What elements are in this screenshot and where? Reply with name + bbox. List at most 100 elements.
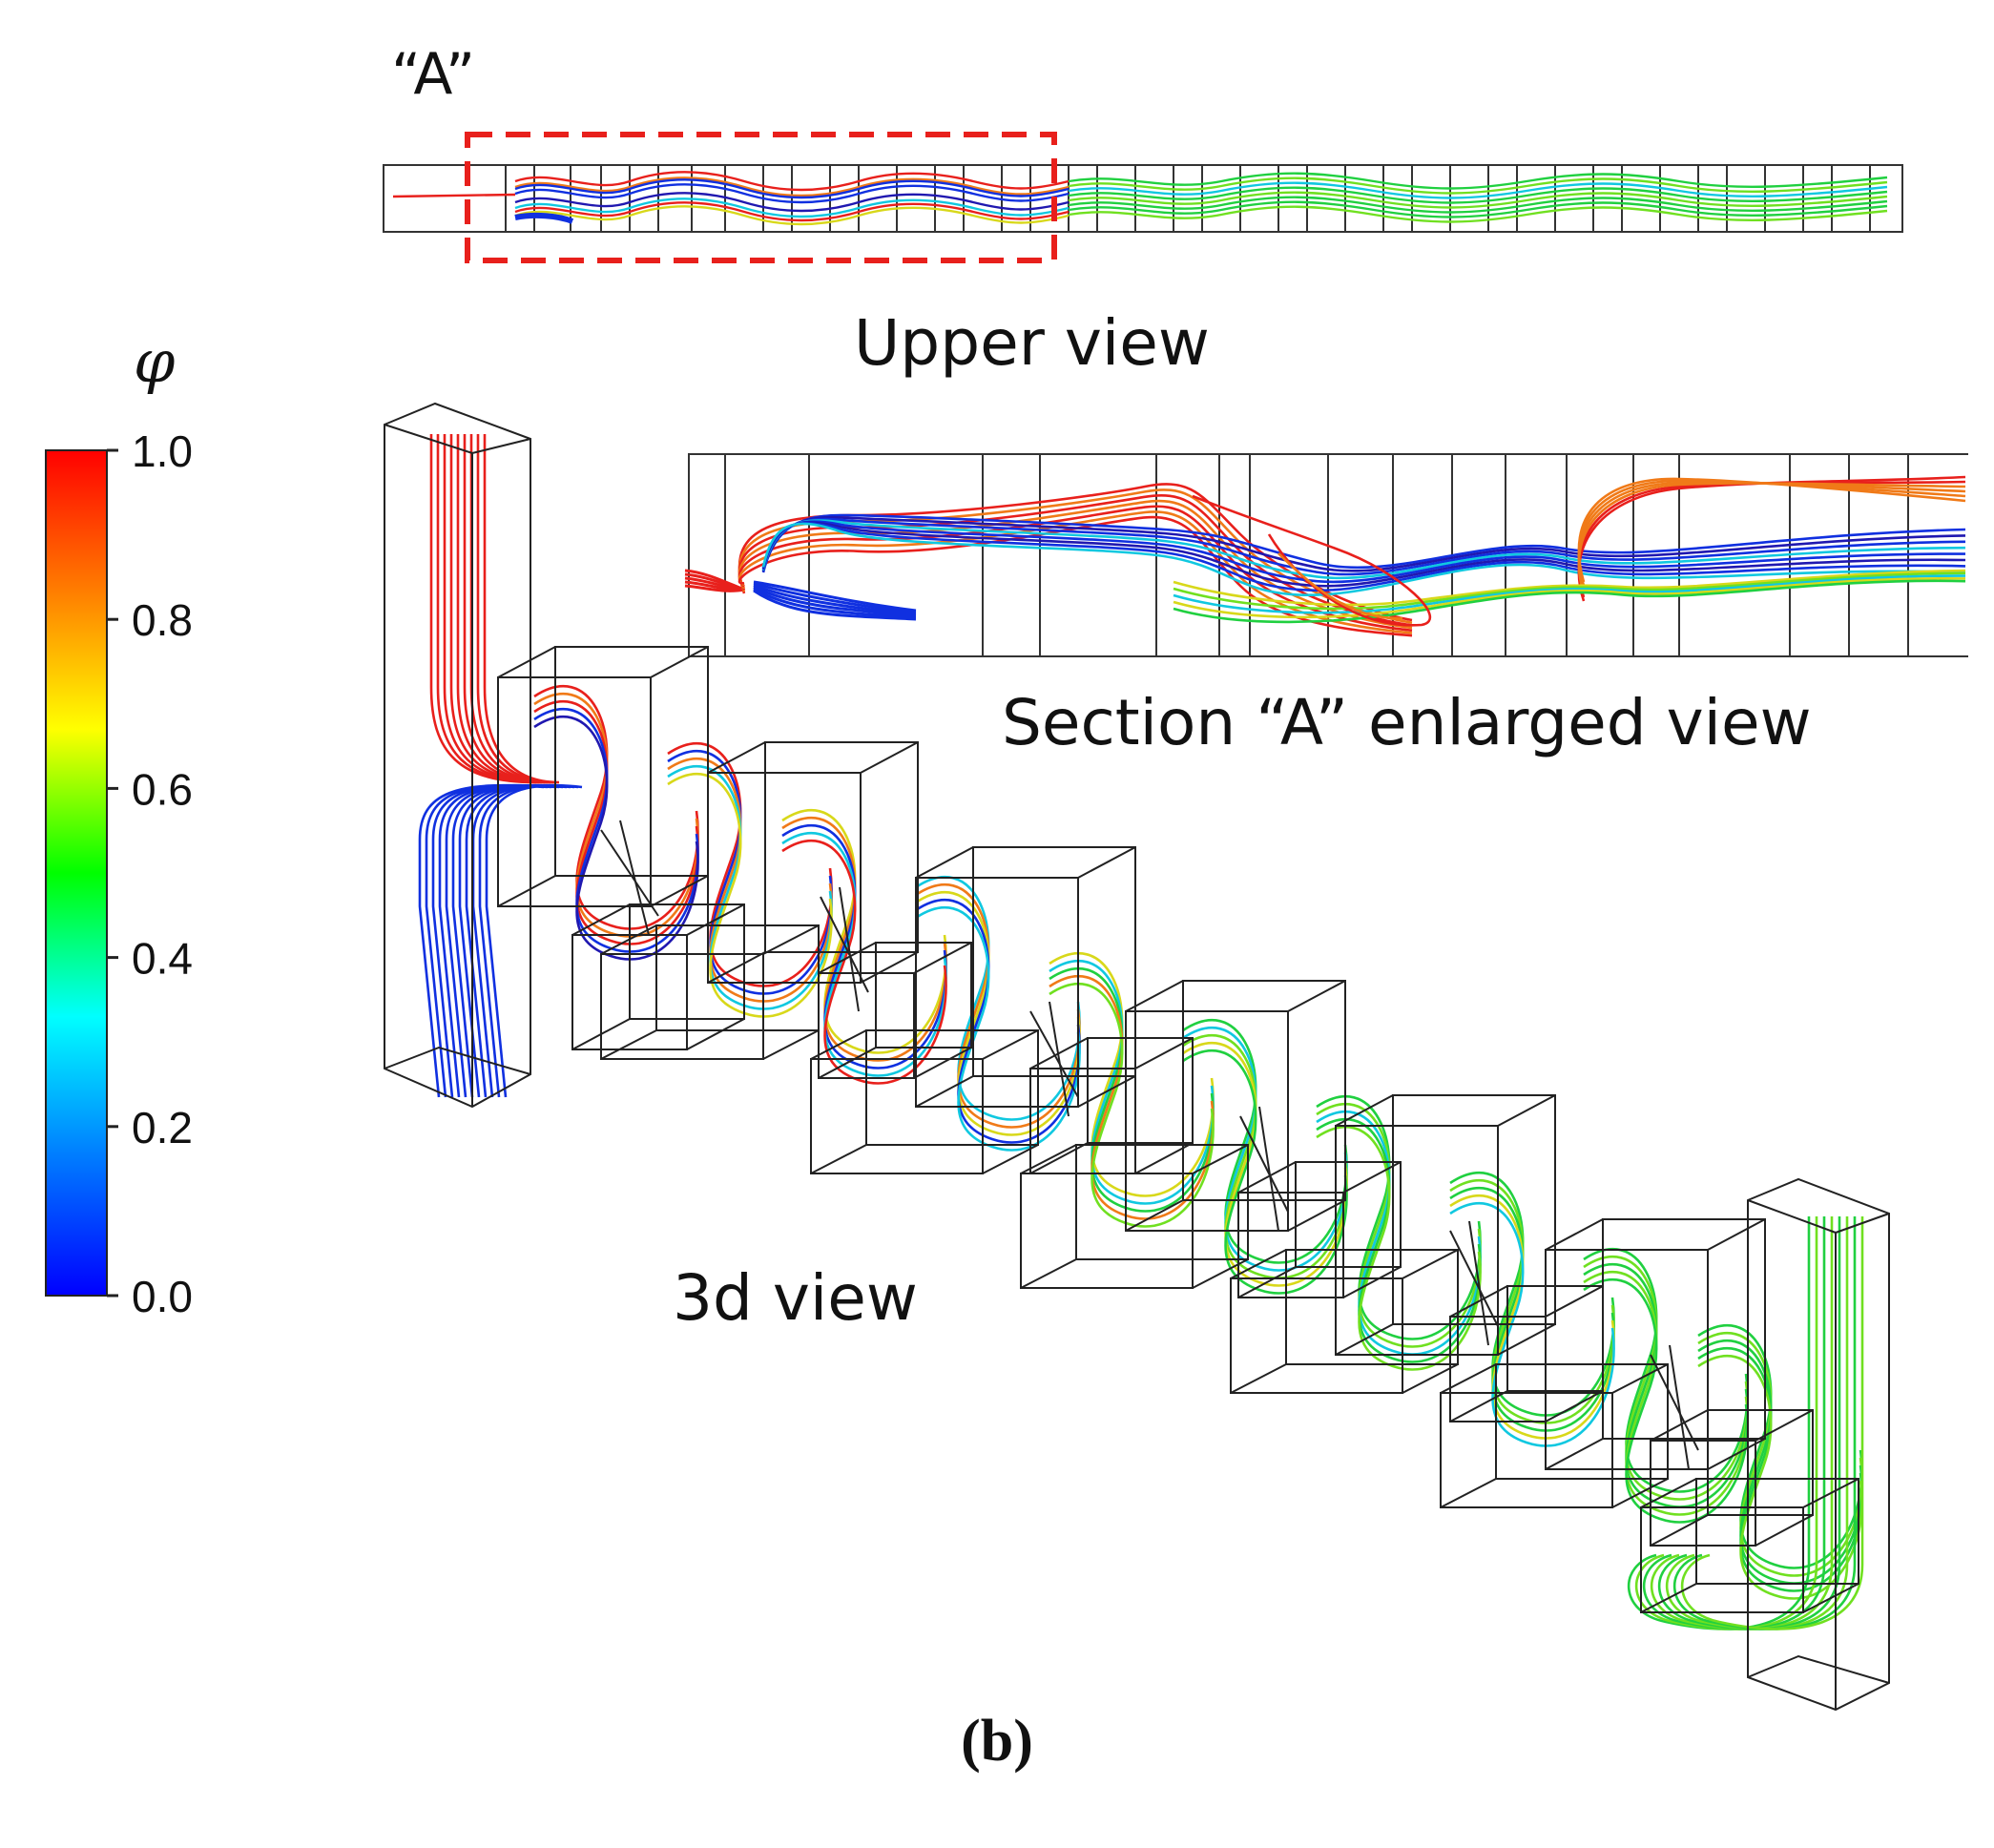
colorbar-tick-label: 1.0 — [132, 426, 193, 476]
enlarged-view-streamline — [737, 515, 1413, 637]
region-a-label: “A” — [391, 41, 475, 108]
channel-box-edges — [1449, 1285, 1604, 1422]
3d-streamline — [1449, 1201, 1615, 1447]
3d-streamline — [1627, 1216, 1811, 1630]
upper-view-outline — [383, 164, 1903, 233]
upper-view-streamline — [514, 197, 1070, 218]
3d-streamline — [478, 783, 579, 1098]
enlarged-view-streamline — [753, 589, 917, 621]
channel-box-edges — [1230, 1249, 1459, 1394]
enlarged-view-panel: Section “A” enlarged view — [684, 453, 1968, 759]
enlarged-view-streamline — [1192, 494, 1432, 627]
upper-view-streamline — [514, 192, 1070, 213]
upper-view-streamline — [1068, 200, 1888, 218]
channel-baffle — [1650, 1354, 1699, 1451]
3d-view-label: 3d view — [673, 1261, 918, 1335]
upper-view-streamline — [1068, 181, 1888, 199]
colorbar-symbol: φ — [134, 326, 176, 396]
enlarged-view-streamline — [1577, 477, 1966, 583]
upper-view-streamline — [1068, 196, 1888, 214]
3d-streamline — [1665, 1216, 1849, 1630]
enlarged-view-streamline — [737, 494, 1413, 627]
upper-view-panel: “A” Upper view — [383, 41, 1903, 380]
channel-box-edges — [600, 924, 820, 1060]
enlarged-view-streamline — [1173, 576, 1966, 619]
colorbar: φ 1.00.80.60.40.20.0 — [45, 326, 193, 1321]
channel-box-front — [600, 953, 764, 1060]
channel-baffle — [619, 820, 650, 936]
enlarged-view-streamline — [753, 586, 917, 617]
colorbar-tick-label: 0.4 — [132, 934, 193, 984]
3d-view-panel: 3d view — [384, 402, 1890, 1712]
3d-streamline — [483, 434, 560, 784]
3d-streamline — [667, 772, 833, 1018]
channel-baffle — [1029, 1010, 1079, 1098]
3d-view-streamlines — [418, 434, 1864, 1630]
enlarged-view-streamline — [1577, 482, 1966, 594]
channel-box-front — [1237, 1192, 1344, 1298]
enlarged-view-streamline — [1277, 552, 1403, 620]
outlet-column — [1747, 1177, 1890, 1712]
upper-view-streamline — [1068, 172, 1888, 190]
upper-view-streamline — [514, 183, 1070, 204]
channel-box-edges — [818, 942, 972, 1079]
enlarged-view-streamlines — [684, 475, 1966, 637]
3d-streamline — [533, 684, 699, 930]
3d-streamline — [533, 692, 699, 938]
upper-view-streamline — [1068, 205, 1888, 223]
channel-box-edges — [707, 741, 919, 984]
3d-view-channel-frame — [384, 402, 1890, 1712]
3d-streamline — [1650, 1216, 1834, 1630]
enlarged-view-streamline — [1577, 475, 1966, 602]
enlarged-view-streamline — [761, 515, 1966, 572]
enlarged-view-streamline — [753, 584, 917, 616]
channel-baffle — [1258, 1106, 1279, 1232]
3d-streamline — [1642, 1216, 1826, 1630]
channel-baffle — [600, 829, 659, 917]
channel-baffle — [1049, 1001, 1070, 1117]
enlarged-view-streamline — [1173, 569, 1966, 607]
colorbar-tick-label: 0.2 — [132, 1103, 193, 1152]
enlarged-view-streamline — [737, 499, 1413, 630]
channel-box-edges — [571, 903, 745, 1050]
channel-box-edges — [1237, 1161, 1402, 1298]
upper-view-streamlines — [392, 171, 1888, 226]
enlarged-view-streamline — [1577, 481, 1966, 591]
enlarged-view-streamline — [1173, 579, 1966, 624]
channel-box-edges — [1335, 1094, 1556, 1356]
3d-streamline — [471, 783, 575, 1098]
3d-streamline — [1697, 1354, 1863, 1600]
channel-box-back — [875, 942, 972, 1049]
channel-box-edges — [1125, 980, 1346, 1232]
enlarged-view-streamline — [1577, 479, 1966, 587]
colorbar-tick-label: 0.6 — [132, 764, 193, 814]
channel-box-front — [1440, 1392, 1613, 1508]
3d-streamline — [1672, 1216, 1857, 1630]
3d-streamline — [485, 783, 583, 1098]
channel-box-edges — [1440, 1363, 1669, 1508]
3d-streamline — [1049, 982, 1215, 1228]
upper-view-streamline — [514, 178, 1070, 199]
3d-streamline — [1583, 1277, 1749, 1524]
enlarged-view-streamline — [753, 582, 917, 614]
enlarged-view-streamline — [761, 521, 1966, 588]
upper-view-streamline — [1068, 191, 1888, 209]
3d-streamline — [533, 715, 699, 961]
enlarged-view-streamline — [761, 520, 1966, 584]
3d-streamline — [1634, 1216, 1818, 1630]
3d-streamline — [436, 434, 540, 784]
enlarged-view-streamline — [684, 584, 745, 592]
colorbar-tick-label: 0.8 — [132, 595, 193, 645]
upper-view-streamline — [514, 212, 574, 224]
channel-box-edges — [497, 646, 709, 907]
figure-caption: (b) — [961, 1709, 1033, 1774]
enlarged-view-label: Section “A” enlarged view — [1002, 686, 1812, 759]
enlarged-view-streamline — [1577, 480, 1966, 598]
channel-box-edges — [1650, 1409, 1814, 1547]
channel-baffle — [839, 886, 860, 1012]
channel-box-front — [810, 1058, 984, 1174]
channel-box-edges — [915, 846, 1136, 1108]
upper-view-streamline — [514, 205, 1070, 226]
enlarged-view-streamline — [737, 505, 1413, 633]
